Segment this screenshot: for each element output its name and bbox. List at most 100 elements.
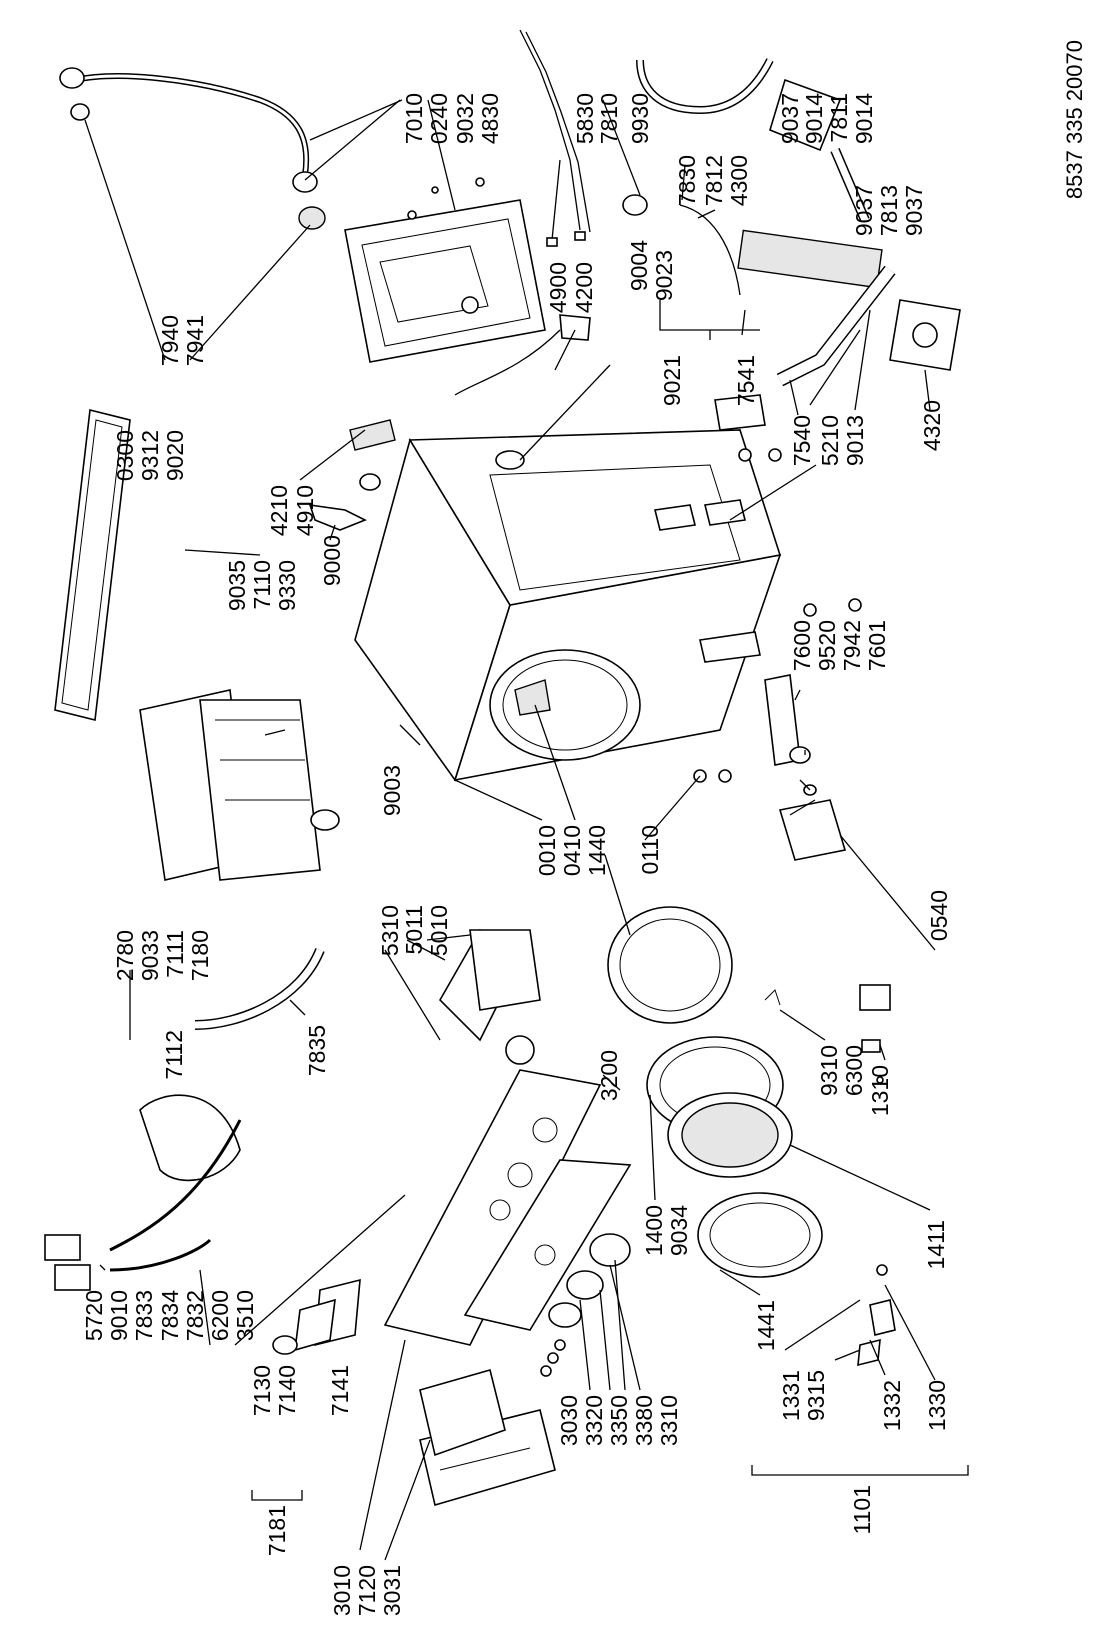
part-label-7110: 7110 bbox=[249, 560, 275, 609]
detergent-dispenser-part bbox=[139, 689, 340, 881]
part-label-9013: 9013 bbox=[842, 415, 868, 466]
part-label-9004: 9004 bbox=[626, 240, 652, 291]
part-label-7140: 7140 bbox=[274, 1365, 300, 1416]
part-label-6200: 6200 bbox=[207, 1290, 233, 1341]
part-label-3031: 3031 bbox=[379, 1565, 405, 1616]
filter-part bbox=[693, 598, 862, 861]
hinge-part bbox=[764, 984, 891, 1084]
door-lock-part bbox=[857, 1264, 896, 1367]
inlet-hose-part bbox=[59, 67, 326, 230]
part-label-9930: 9930 bbox=[627, 93, 653, 144]
timer-part bbox=[439, 928, 541, 1065]
part-label-4300: 4300 bbox=[726, 155, 752, 206]
part-label-7940: 7940 bbox=[157, 315, 183, 366]
part-label-7130: 7130 bbox=[249, 1365, 275, 1416]
part-label-3200: 3200 bbox=[596, 1050, 622, 1101]
part-label-7833: 7833 bbox=[131, 1290, 157, 1341]
part-label-9330: 9330 bbox=[274, 560, 300, 611]
part-label-9033: 9033 bbox=[137, 930, 163, 981]
part-label-1440: 1440 bbox=[584, 825, 610, 876]
part-label-5011: 5011 bbox=[401, 905, 427, 954]
part-label-3380: 3380 bbox=[631, 1395, 657, 1446]
part-label-5010: 5010 bbox=[426, 905, 452, 956]
part-label-7141: 7141 bbox=[327, 1365, 353, 1416]
part-label-0110: 0110 bbox=[637, 825, 663, 874]
part-label-9023: 9023 bbox=[651, 250, 677, 301]
part-label-9010: 9010 bbox=[106, 1290, 132, 1341]
part-label-9037: 9037 bbox=[901, 185, 927, 236]
part-label-0410: 0410 bbox=[559, 825, 585, 876]
part-label-4210: 4210 bbox=[266, 485, 292, 536]
inlet-valve-part bbox=[44, 1119, 242, 1291]
part-label-1310: 1310 bbox=[867, 1065, 893, 1116]
part-label-9037: 9037 bbox=[777, 93, 803, 144]
pressure-switch-part bbox=[308, 419, 396, 531]
part-label-9312: 9312 bbox=[137, 430, 163, 481]
handle-part bbox=[272, 1278, 361, 1355]
part-label-1441: 1441 bbox=[753, 1300, 779, 1351]
part-label-7111: 7111 bbox=[162, 930, 188, 978]
part-label-4910: 4910 bbox=[292, 485, 318, 536]
part-label-7810: 7810 bbox=[596, 93, 622, 144]
part-label-3320: 3320 bbox=[581, 1395, 607, 1446]
leader-lines bbox=[84, 99, 969, 1561]
part-label-7834: 7834 bbox=[157, 1290, 183, 1341]
wiring-harness-part bbox=[519, 29, 591, 247]
part-label-1400: 1400 bbox=[641, 1205, 667, 1256]
part-label-3010: 3010 bbox=[329, 1565, 355, 1616]
part-label-7010: 7010 bbox=[401, 93, 427, 144]
part-label-9021: 9021 bbox=[659, 355, 685, 406]
part-label-9014: 9014 bbox=[801, 93, 827, 144]
heater-part bbox=[454, 314, 591, 470]
control-panel-part bbox=[383, 1069, 632, 1346]
worktop-part bbox=[54, 409, 131, 721]
part-label-0300: 0300 bbox=[112, 430, 138, 481]
part-label-3510: 3510 bbox=[232, 1290, 258, 1341]
part-label-9020: 9020 bbox=[162, 430, 188, 481]
top-cover-part bbox=[344, 177, 546, 363]
part-label-3310: 3310 bbox=[656, 1395, 682, 1446]
part-label-9310: 9310 bbox=[816, 1045, 842, 1096]
part-label-7942: 7942 bbox=[839, 620, 865, 671]
pump-assembly-part bbox=[622, 58, 961, 387]
part-label-7601: 7601 bbox=[864, 620, 890, 671]
part-label-7812: 7812 bbox=[701, 155, 727, 206]
part-label-0240: 0240 bbox=[426, 93, 452, 144]
part-label-1411: 1411 bbox=[923, 1220, 949, 1269]
part-label-5310: 5310 bbox=[377, 905, 403, 956]
part-label-4900: 4900 bbox=[545, 262, 571, 313]
part-label-5830: 5830 bbox=[572, 93, 598, 144]
part-label-5210: 5210 bbox=[817, 415, 843, 466]
part-label-9315: 9315 bbox=[803, 1370, 829, 1421]
part-label-7120: 7120 bbox=[354, 1565, 380, 1616]
part-label-2780: 2780 bbox=[112, 930, 138, 981]
part-label-7540: 7540 bbox=[789, 415, 815, 466]
part-label-7541: 7541 bbox=[733, 355, 759, 406]
part-label-5720: 5720 bbox=[81, 1290, 107, 1341]
part-label-9035: 9035 bbox=[224, 560, 250, 611]
part-label-1331: 1331 bbox=[778, 1370, 804, 1421]
part-label-1332: 1332 bbox=[879, 1380, 905, 1431]
part-label-7811: 7811 bbox=[826, 93, 852, 142]
part-label-4200: 4200 bbox=[571, 262, 597, 313]
part-label-1330: 1330 bbox=[924, 1380, 950, 1431]
part-label-7832: 7832 bbox=[182, 1290, 208, 1341]
part-label-9000: 9000 bbox=[319, 535, 345, 586]
bracket-part bbox=[654, 394, 782, 531]
part-label-7600: 7600 bbox=[789, 620, 815, 671]
part-label-9520: 9520 bbox=[814, 620, 840, 671]
counterweight-part bbox=[139, 1094, 241, 1182]
part-label-3030: 3030 bbox=[556, 1395, 582, 1446]
part-label-4830: 4830 bbox=[477, 93, 503, 144]
dispenser-drawer-part bbox=[419, 1369, 556, 1507]
part-drawings bbox=[44, 29, 961, 1507]
cabinet-part bbox=[354, 429, 782, 782]
part-label-7813: 7813 bbox=[876, 185, 902, 236]
fill-hose-part bbox=[194, 947, 325, 1030]
part-label-9032: 9032 bbox=[452, 93, 478, 144]
part-label-7112: 7112 bbox=[161, 1030, 187, 1079]
part-label-9034: 9034 bbox=[666, 1205, 692, 1256]
part-label-3350: 3350 bbox=[606, 1395, 632, 1446]
